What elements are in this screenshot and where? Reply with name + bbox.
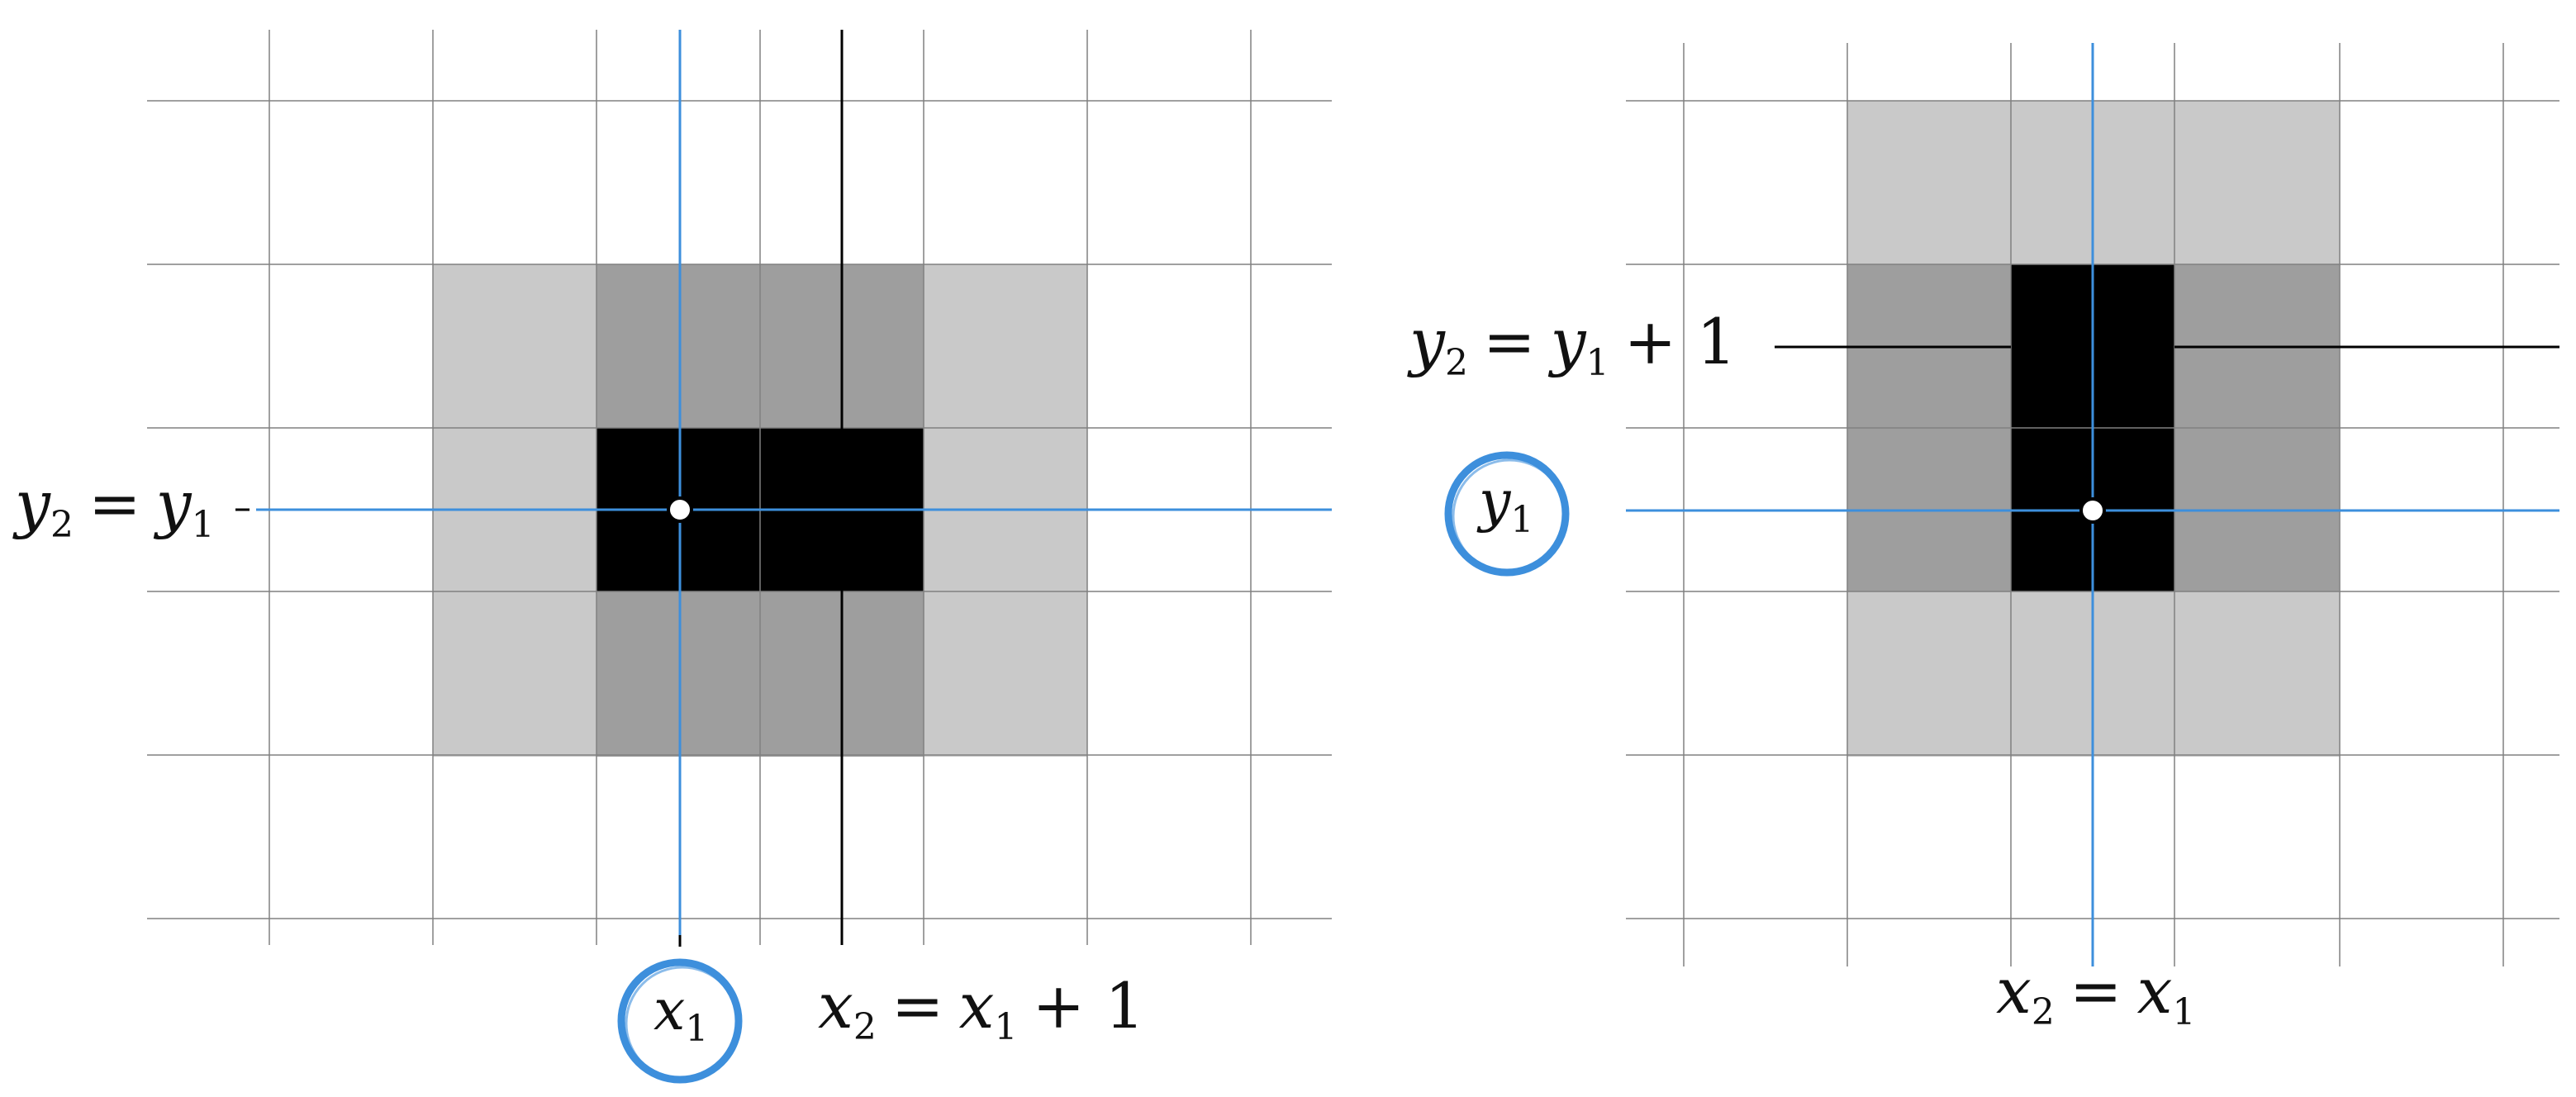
left-x1-label: x1 [654, 978, 708, 1050]
left-y-equation: y2=y1 [12, 467, 215, 546]
left-x-equation: x2=x1+ 1 [818, 969, 1145, 1048]
circled-variable-icon [617, 958, 743, 1084]
origin-marker-icon [667, 496, 693, 523]
panel-right: y1 y2=y1+ 1 x2=x1 [1407, 43, 2559, 1033]
circled-variable-icon [1444, 451, 1570, 577]
panel-left: x1 x2=x1+ 1 y2=y1 [12, 30, 1332, 1084]
right-y1-label: y1 [1476, 469, 1533, 541]
right-y-equation: y2=y1+ 1 [1407, 305, 1737, 384]
left-grid [147, 30, 1332, 945]
right-x-equation: x2=x1 [1996, 954, 2195, 1033]
origin-marker-icon [2079, 497, 2106, 524]
